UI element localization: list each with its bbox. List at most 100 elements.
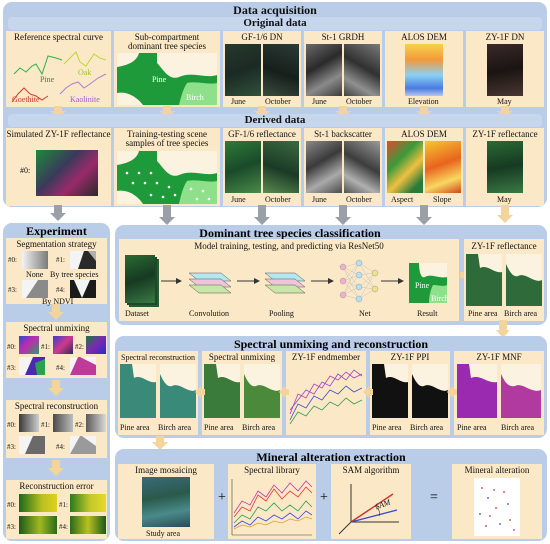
recon-label-0: #0: (7, 421, 16, 429)
gf-dn-card: GF-1/6 DN June October (223, 31, 301, 107)
um-endmember-title: ZY-1F endmember (291, 352, 361, 362)
step-dataset: Dataset (125, 309, 149, 318)
exp-error-title: Reconstruction error (19, 481, 94, 491)
library-curves (231, 479, 313, 536)
zy-dn-image (487, 44, 523, 96)
zy-reflectance-image (487, 141, 523, 193)
st-grdh-june-label: June (312, 97, 327, 106)
error-label-0: #0: (7, 501, 16, 509)
unmixing-to-mineral-arrow (152, 436, 168, 450)
seg-ndvi-image-b (70, 280, 96, 298)
um-unmix-images (204, 364, 280, 418)
training-samples-title-2: samples of tree species (125, 138, 209, 148)
class-zy-title: ZY-1F reflectance (471, 241, 537, 251)
recon-image-1 (53, 414, 73, 432)
um-ppi-pine: Pine area (372, 423, 402, 432)
sub-compartment-card: Sub-compartment dominant tree species Pi… (114, 31, 220, 107)
error-image-1 (70, 494, 106, 512)
sam-card: SAM algorithm SAM (331, 464, 411, 539)
unmix-label-2: #2: (75, 343, 84, 351)
alteration-map (474, 478, 520, 536)
st-grdh-june-image (306, 44, 342, 96)
library-title: Spectral library (244, 465, 300, 475)
gf-reflectance-card: GF-1/6 reflectance June October (223, 128, 301, 206)
um-unmix-pine: Pine area (204, 423, 234, 432)
zy-dn-title: ZY-1F DN (485, 32, 525, 42)
experiment-title: Experiment (26, 224, 87, 238)
gf-reflectance-june-image (225, 141, 261, 193)
um-ppi-images (372, 364, 448, 418)
um-ppi-title: ZY-1F PPI (390, 352, 430, 362)
step-result: Result (417, 309, 438, 318)
unmix-label-4: #4: (56, 364, 65, 372)
exp-unmixing-card: Spectral unmixing #0: #1: #2: #3: #4: (6, 322, 107, 378)
um-mnf-pine: Pine area (457, 423, 487, 432)
result-pine-label: Pine (415, 281, 430, 290)
ref-pine-label: Pine (40, 75, 55, 84)
um-unmix-card: Spectral unmixing Pine area Birch area (202, 351, 282, 435)
library-card: Spectral library (228, 464, 316, 539)
simulated-zy-title: Simulated ZY-1F reflectance (6, 129, 111, 139)
gf-dn-june-label: June (231, 97, 246, 106)
sam-title: SAM algorithm (342, 465, 400, 475)
sub-compartment-title-1: Sub-compartment (134, 32, 200, 42)
um-recon-title: Spectral reconstruction (121, 353, 195, 362)
gf-reflectance-october-label: October (265, 195, 291, 204)
unmix-image-3 (19, 357, 45, 375)
unmix-label-1: #1: (41, 343, 50, 351)
simulated-zy-card: Simulated ZY-1F reflectance #0: (6, 128, 111, 206)
derived-data-header: Derived data (8, 114, 542, 127)
exp-unmixing-title: Spectral unmixing (23, 323, 90, 333)
error-image-4 (70, 516, 106, 534)
um-mnf-title: ZY-1F MNF (476, 352, 522, 362)
error-image-3 (19, 516, 57, 534)
recon-label-4: #4: (56, 443, 65, 451)
mineral-section-title: Mineral alteration extraction (256, 450, 406, 464)
reference-spectral-card: Reference spectral curve Pine Oak Goethi… (6, 31, 111, 107)
st-backscatter-title: St-1 backscatter (314, 129, 372, 139)
class-zy-areas (466, 254, 542, 306)
alos-aspect-image (387, 141, 423, 193)
seg-label-4: #4: (56, 286, 65, 294)
st-grdh-title: St-1 GRDH (321, 32, 365, 42)
seg-ndvi-label: By NDVI (42, 297, 74, 306)
um-recon-images (120, 364, 196, 418)
plus-sign-2: + (320, 490, 328, 505)
seg-label-3: #3: (8, 286, 17, 294)
training-samples-map (117, 151, 217, 204)
st-backscatter-card: St-1 backscatter June October (304, 128, 382, 206)
unmix-image-2 (86, 336, 106, 354)
dataset-image (125, 255, 155, 303)
um-mnf-birch: Birch area (501, 423, 535, 432)
um-unmix-title: Spectral unmixing (208, 352, 276, 362)
gf-reflectance-october-image (263, 141, 299, 193)
step-net: Net (359, 309, 371, 318)
alos-aspect-label: Aspect (391, 195, 414, 204)
zy-dn-may-label: May (497, 97, 512, 106)
gf-dn-october-image (263, 44, 299, 96)
st-grdh-card: St-1 GRDH June October (304, 31, 382, 107)
ref-oak-label: Oak (78, 68, 92, 77)
error-label-1: #1: (59, 501, 68, 509)
um-recon-birch: Birch area (158, 423, 192, 432)
recon-label-2: #2: (75, 421, 84, 429)
mosaic-image (142, 477, 190, 527)
um-endmember-curves (289, 369, 363, 425)
seg-ndvi-image-a (22, 280, 48, 298)
exp-reconstruction-title: Spectral reconstruction (14, 401, 99, 411)
segmentation-card: Segmentation strategy #0: None #1: By tr… (6, 238, 107, 306)
reference-spectral-title: Reference spectral curve (14, 32, 103, 42)
plus-sign-1: + (218, 490, 226, 505)
classification-card: Model training, testing, and predicting … (119, 239, 459, 321)
unmix-image-4 (70, 357, 96, 375)
sam-diagram (338, 484, 399, 535)
ref-goethite-label: Goethite (12, 95, 40, 104)
sub-birch-label: Birch (186, 93, 204, 102)
data-acquisition-title: Data acquisition (233, 3, 317, 17)
st-grdh-october-image (344, 44, 380, 96)
alos-derived-card: ALOS DEM Aspect Slope (385, 128, 463, 206)
alos-elevation-image (405, 44, 443, 96)
um-unmix-birch: Birch area (242, 423, 276, 432)
ref-kaolinite-label: Kaolinite (70, 95, 100, 104)
um-mnf-images (457, 364, 541, 418)
